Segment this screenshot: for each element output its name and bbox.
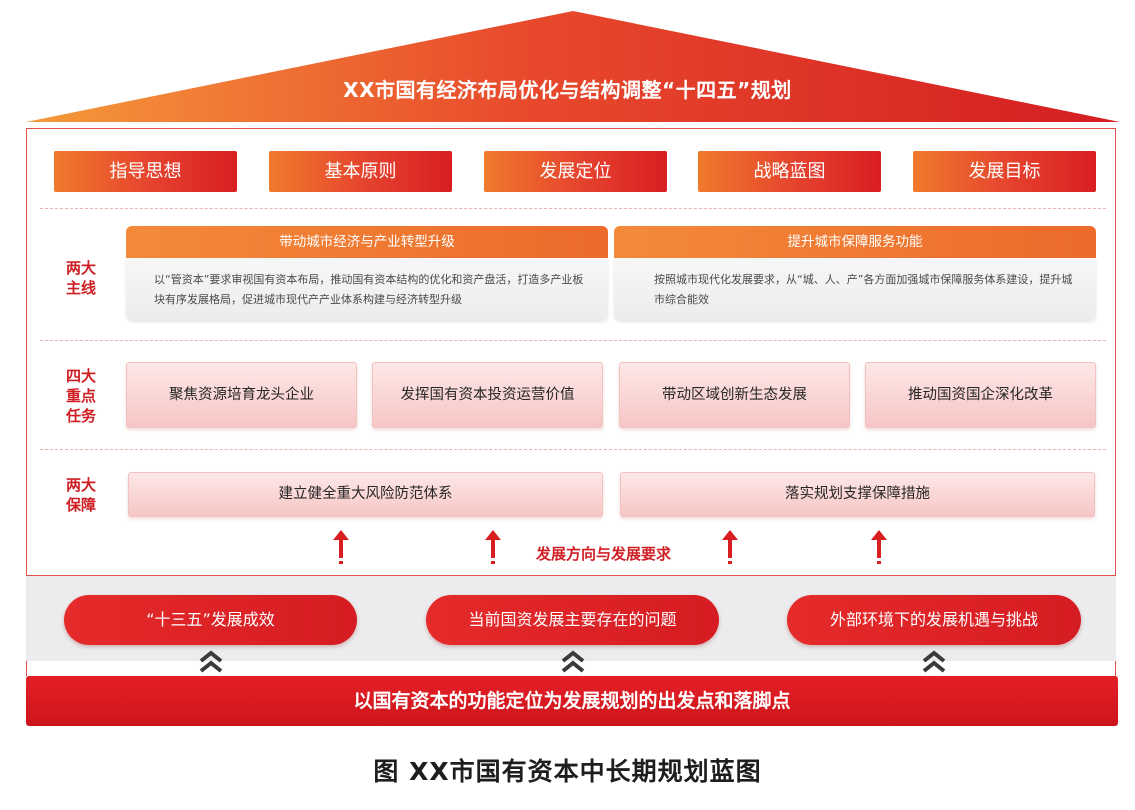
- task-item: 聚焦资源培育龙头企业: [126, 362, 357, 428]
- tab-basic-principles[interactable]: 基本原则: [269, 151, 452, 192]
- up-arrow-icon: [871, 530, 887, 564]
- double-chevron-up-icon: [922, 650, 946, 673]
- main-frame: [26, 128, 1116, 676]
- up-arrow-icon: [722, 530, 738, 564]
- key-tasks-label: 四大 重点 任务: [65, 367, 96, 425]
- main-line-2-title: 提升城市保障服务功能: [614, 226, 1096, 258]
- roof: [26, 11, 1120, 122]
- main-line-2-desc: 按照城市现代化发展要求，从“城、人、产”各方面加强城市保障服务体系建设，提升城市…: [614, 258, 1096, 320]
- up-arrow-icon: [485, 530, 501, 564]
- task-item: 发挥国有资本投资运营价值: [372, 362, 603, 428]
- foundation-bar: 以国有资本的功能定位为发展规划的出发点和落脚点: [26, 676, 1118, 726]
- base-item: 外部环境下的发展机遇与挑战: [787, 595, 1081, 645]
- divider: [40, 449, 1106, 450]
- plan-title: XX市国有经济布局优化与结构调整“十四五”规划: [343, 78, 792, 102]
- guarantee-item: 落实规划支撑保障措施: [620, 472, 1095, 517]
- main-line-1-desc: 以“管资本”要求审视国有资本布局，推动国有资本结构的优化和资产盘活，打造多产业板…: [126, 258, 608, 320]
- main-line-1-title: 带动城市经济与产业转型升级: [126, 226, 608, 258]
- up-arrow-icon: [333, 530, 349, 564]
- divider: [40, 208, 1106, 209]
- base-item: “十三五”发展成效: [64, 595, 357, 645]
- tab-development-goals[interactable]: 发展目标: [913, 151, 1096, 192]
- divider: [40, 340, 1106, 341]
- tab-guiding-thought[interactable]: 指导思想: [54, 151, 237, 192]
- base-item: 当前国资发展主要存在的问题: [426, 595, 719, 645]
- tab-strategic-blueprint[interactable]: 战略蓝图: [698, 151, 881, 192]
- double-chevron-up-icon: [561, 650, 585, 673]
- guarantee-item: 建立健全重大风险防范体系: [128, 472, 603, 517]
- figure-caption: 图 XX市国有资本中长期规划蓝图: [373, 757, 762, 786]
- main-lines-label: 两大 主线: [65, 259, 96, 297]
- tab-positioning[interactable]: 发展定位: [484, 151, 667, 192]
- direction-label: 发展方向与发展要求: [536, 545, 672, 563]
- task-item: 推动国资国企深化改革: [865, 362, 1096, 428]
- double-chevron-up-icon: [199, 650, 223, 673]
- guarantees-label: 两大 保障: [65, 476, 96, 514]
- task-item: 带动区域创新生态发展: [619, 362, 850, 428]
